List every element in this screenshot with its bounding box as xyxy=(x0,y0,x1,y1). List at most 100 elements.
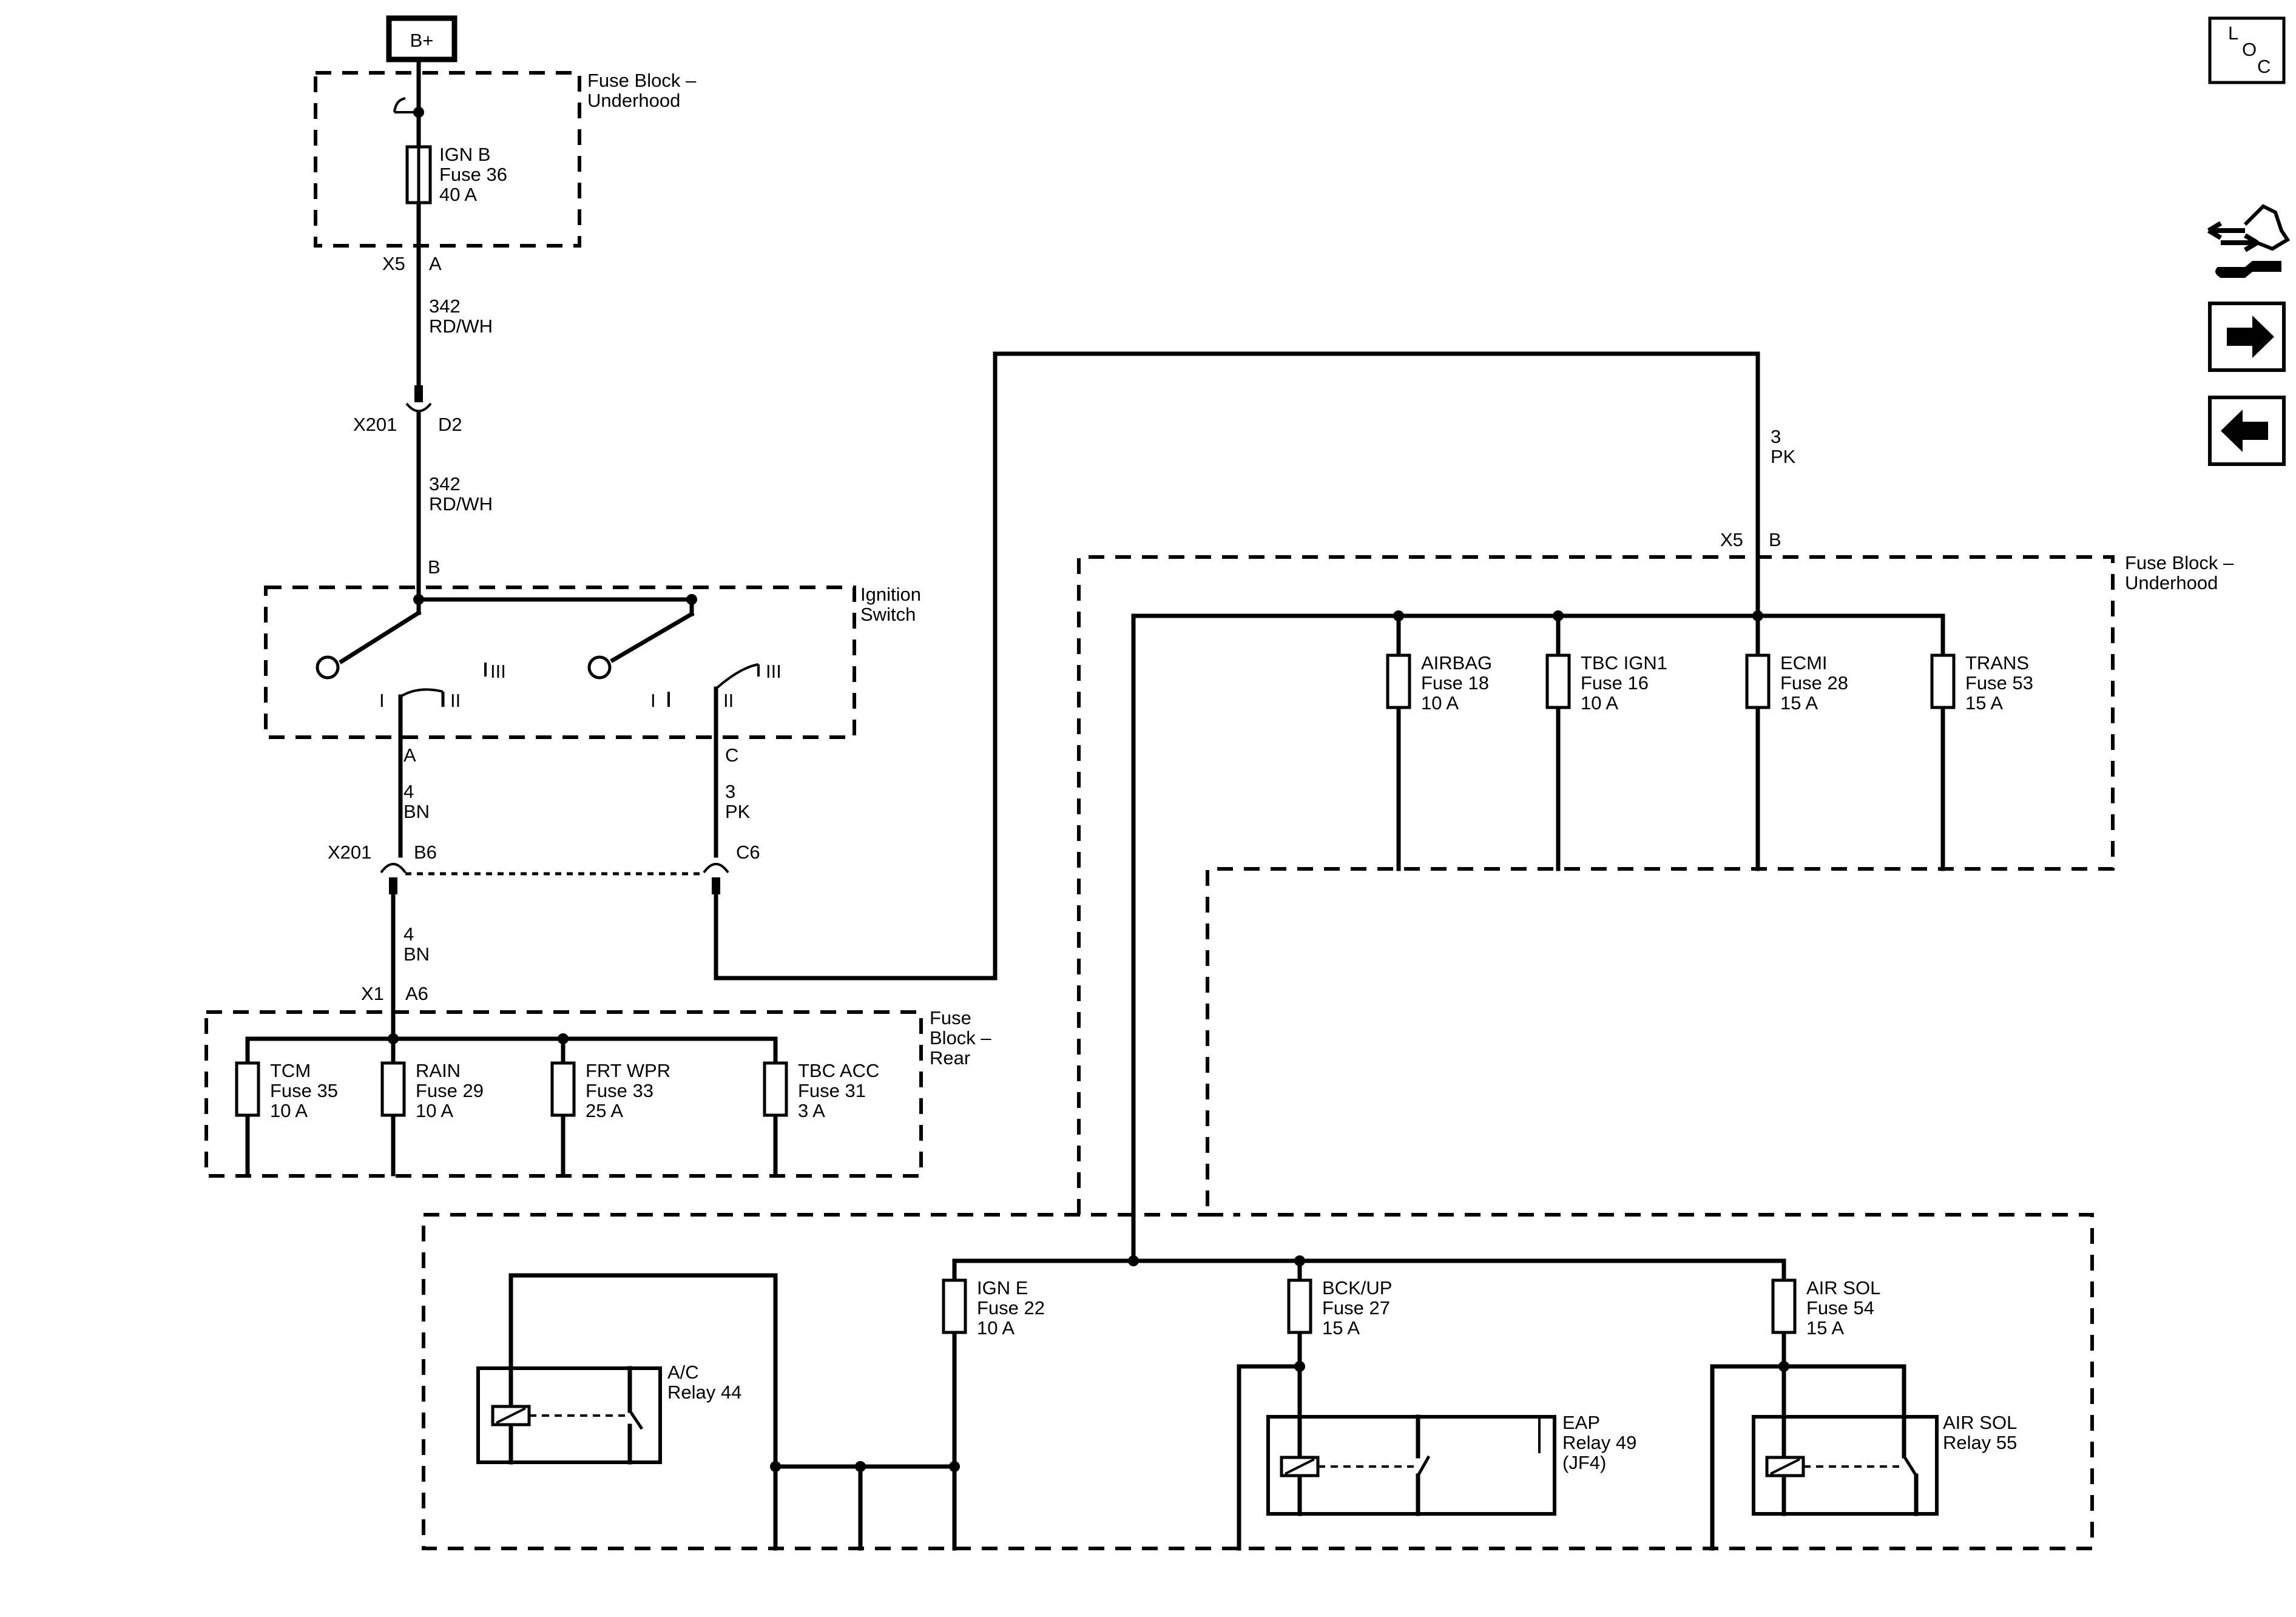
switch-contact-a xyxy=(399,688,444,698)
switch-pos-1: I xyxy=(379,690,385,711)
fuse-ign-e-rating: 10 A xyxy=(977,1317,1015,1338)
fuse-airbag-number: Fuse 18 xyxy=(1421,672,1489,694)
connector-x201-bottom: X201 xyxy=(328,842,371,863)
connector-x201-c6-symbol xyxy=(703,863,729,874)
arrow-left-icon xyxy=(2221,410,2268,452)
fuse-airbag-name: AIRBAG xyxy=(1421,652,1492,673)
connector-x1: X1 xyxy=(361,983,384,1004)
power-source-b-plus: B+ xyxy=(386,15,458,62)
relay-air-sol-number: Relay 55 xyxy=(1943,1432,2017,1453)
fuse-ign-b-name: IGN B xyxy=(439,144,490,165)
fuse-ecmi-name: ECMI xyxy=(1780,652,1828,673)
relay-eap-name: EAP xyxy=(1562,1412,1600,1433)
fuse-bck-up-number: Fuse 27 xyxy=(1322,1297,1390,1318)
connector-x201-d2-symbol xyxy=(405,385,432,413)
previous-page-button[interactable] xyxy=(2208,396,2286,466)
fuse-ign-e: IGN E Fuse 22 10 A xyxy=(942,1258,1045,1551)
fuse-tbc-ign1: TBC IGN1 Fuse 16 10 A xyxy=(1545,613,1667,871)
fuse-ign-e-name: IGN E xyxy=(977,1277,1028,1298)
loc-letter-l: L xyxy=(2228,22,2238,44)
connector-x201-b6-pin xyxy=(389,877,397,894)
switch-pos-4: I xyxy=(650,690,656,711)
wire-4bn-color-b: BN xyxy=(403,944,430,965)
switch-wiper-left xyxy=(339,610,422,664)
switch-pin-c: C xyxy=(725,744,738,766)
fuse-block-right-label-1: Fuse Block – xyxy=(2125,552,2234,573)
arrow-right-icon xyxy=(2227,316,2274,358)
fuse-tbc-ign1-name: TBC IGN1 xyxy=(1581,652,1667,673)
switch-pos-5: II xyxy=(723,690,734,711)
fuse-frt-wpr: FRT WPR Fuse 33 25 A xyxy=(550,1036,670,1176)
fuse-tcm-number: Fuse 35 xyxy=(270,1080,338,1101)
switch-contact-off-left xyxy=(316,655,340,680)
connector-x1-pin: A6 xyxy=(405,983,428,1004)
fuse-tcm-name: TCM xyxy=(270,1060,311,1081)
ground-node-ac xyxy=(770,1461,781,1472)
fuse-ign-b-number: Fuse 36 xyxy=(439,164,507,185)
switch-wiper-right xyxy=(610,611,695,663)
next-page-button[interactable] xyxy=(2208,302,2286,372)
fuse-block-right-label-2: Underhood xyxy=(2125,572,2218,593)
relay-eap-number: Relay 49 xyxy=(1562,1432,1636,1453)
relay-ac: A/C Relay 44 xyxy=(476,1273,778,1551)
fuse-trans: TRANS Fuse 53 15 A xyxy=(1930,613,2033,871)
switch-pos-3: III xyxy=(490,661,506,682)
fuse-block-rear-label-3: Rear xyxy=(930,1047,970,1068)
fuse-block-underhood-right-upper-outline xyxy=(1077,555,2115,1215)
wire-342-label-a: 342 xyxy=(429,295,461,317)
fuse-ign-e-number: Fuse 22 xyxy=(977,1297,1045,1318)
fuse-air-sol-number: Fuse 54 xyxy=(1806,1297,1874,1318)
wire-3pk-label-b: 3 xyxy=(1771,426,1781,447)
power-source-label: B+ xyxy=(410,30,434,51)
switch-pin-b: B xyxy=(428,556,441,578)
wire-3pk-color-a: PK xyxy=(725,801,751,822)
relay-air-sol: AIR SOL Relay 55 xyxy=(1710,1361,2017,1551)
fuse-block-top-label-2: Underhood xyxy=(587,90,680,111)
ignition-switch-outline xyxy=(264,586,856,739)
fuse-bck-up-name: BCK/UP xyxy=(1322,1277,1392,1298)
relay-ac-number: Relay 44 xyxy=(667,1382,741,1403)
fuse-air-sol-name: AIR SOL xyxy=(1806,1277,1880,1298)
connector-x201-top-pin: D2 xyxy=(438,414,462,435)
fuse-rain-rating: 10 A xyxy=(416,1100,453,1121)
fuse-trans-rating: 15 A xyxy=(1965,692,2003,714)
fuse-rain: RAIN Fuse 29 10 A xyxy=(380,1036,484,1176)
wire-4bn-color-a: BN xyxy=(403,801,430,822)
loc-letter-c: C xyxy=(2257,56,2271,77)
fuse-rain-name: RAIN xyxy=(416,1060,461,1081)
wire-3pk-label-a: 3 xyxy=(725,781,735,802)
fuse-tbc-acc-rating: 3 A xyxy=(798,1100,825,1121)
fuse-block-rear-label-2: Block – xyxy=(930,1027,991,1048)
fuse-tcm: TCM Fuse 35 10 A xyxy=(235,1036,338,1176)
fuse-airbag: AIRBAG Fuse 18 10 A xyxy=(1386,613,1492,871)
switch-contact-c xyxy=(715,663,759,690)
ground-node-ign-e xyxy=(949,1461,960,1472)
connector-x5-top: X5 xyxy=(382,253,405,274)
fuse-bck-up-rating: 15 A xyxy=(1322,1317,1360,1338)
wire-4bn-label-a: 4 xyxy=(403,781,414,802)
fuse-block-top-label-1: Fuse Block – xyxy=(587,70,697,91)
ground-node-middle xyxy=(855,1461,866,1472)
wire-3pk-to-underhood xyxy=(714,351,1760,981)
connector-x201-c6-pin xyxy=(712,877,720,894)
connector-x201-pin-b6: B6 xyxy=(414,842,437,863)
lower-bus-node-riser xyxy=(1128,1255,1139,1266)
switch-pin-a: A xyxy=(403,744,416,766)
fuse-trans-number: Fuse 53 xyxy=(1965,672,2033,694)
switch-pos-2: II xyxy=(450,690,461,711)
connector-x5-right-pin: B xyxy=(1769,529,1781,550)
ignition-switch-label-1: Ignition xyxy=(860,584,921,605)
fuse-block-underhood-top-outline xyxy=(314,71,581,248)
wire-342-color-b: RD/WH xyxy=(429,493,493,515)
connector-x201-pin-c6: C6 xyxy=(736,842,760,863)
switch-pos-6: III xyxy=(766,661,782,682)
wire-342-label-b: 342 xyxy=(429,473,461,495)
fuse-trans-name: TRANS xyxy=(1965,652,2029,673)
relay-ac-name: A/C xyxy=(667,1362,699,1383)
fuse-tbc-ign1-rating: 10 A xyxy=(1581,692,1618,714)
fuse-block-underhood-right-lower-outline xyxy=(422,1213,2094,1550)
loc-button[interactable]: L O C xyxy=(2208,16,2286,84)
wire-3pk-color-b: PK xyxy=(1771,446,1796,467)
fuse-rain-number: Fuse 29 xyxy=(416,1080,484,1101)
component-tools-icon[interactable] xyxy=(2207,204,2291,278)
